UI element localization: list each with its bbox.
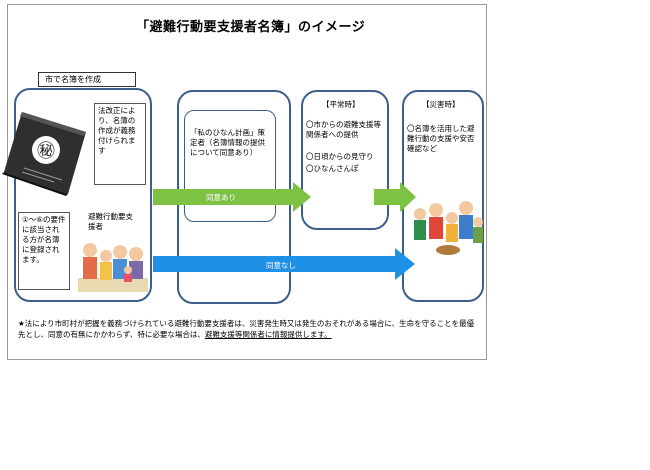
normal-time-title: 【平常時】: [322, 100, 360, 109]
normal-time-item: 〇市からの避難支援等関係者への提供: [306, 120, 381, 139]
plan-text: 「私のひなん計画」策定者（名簿情報の提供について同意あり）: [190, 128, 265, 157]
normal-time-panel: [301, 90, 389, 230]
no-consent-arrow: [153, 248, 415, 280]
consent-arrow-1: [153, 182, 311, 212]
person-label: 避難行動要支援者: [88, 212, 133, 231]
book-mark-text: ㊙: [37, 141, 55, 162]
evacuation-illustration: [414, 201, 483, 255]
disaster-time-text: 〇名簿を活用した避難行動の支援や安否確認など: [407, 124, 475, 153]
family-illustration: [78, 243, 148, 292]
footnote: ★法により市町村が把握を義務づけられている避難行動要支援者は、災害発生時又は発生…: [18, 318, 478, 340]
normal-time-item: 〇日頃からの見守り: [306, 152, 374, 161]
create-list-tab: 市で名簿を作成: [38, 72, 136, 87]
requirement-box: ①～⑥の要件に該当される方が名簿に登録されます。: [18, 212, 70, 290]
footnote-text: ★法により市町村が把握を義務づけられている避難行動要支援者は、災害発生時又は発生…: [18, 319, 475, 339]
confidential-book-icon: ㊙: [2, 112, 86, 196]
disaster-time-title: 【災害時】: [422, 100, 460, 109]
law-change-box: 法改正により、名簿の作成が義務付けられます: [94, 103, 146, 185]
normal-time-item: 〇ひなんさんぽ: [306, 164, 359, 173]
footnote-underlined: 避難支援等関係者に情報提供します。: [204, 330, 332, 339]
consent-label: 同意あり: [206, 193, 236, 202]
consent-arrow-2: [374, 182, 416, 212]
no-consent-label: 同意なし: [266, 261, 296, 270]
diagram-title: 「避難行動要支援者名簿」のイメージ: [136, 20, 366, 35]
